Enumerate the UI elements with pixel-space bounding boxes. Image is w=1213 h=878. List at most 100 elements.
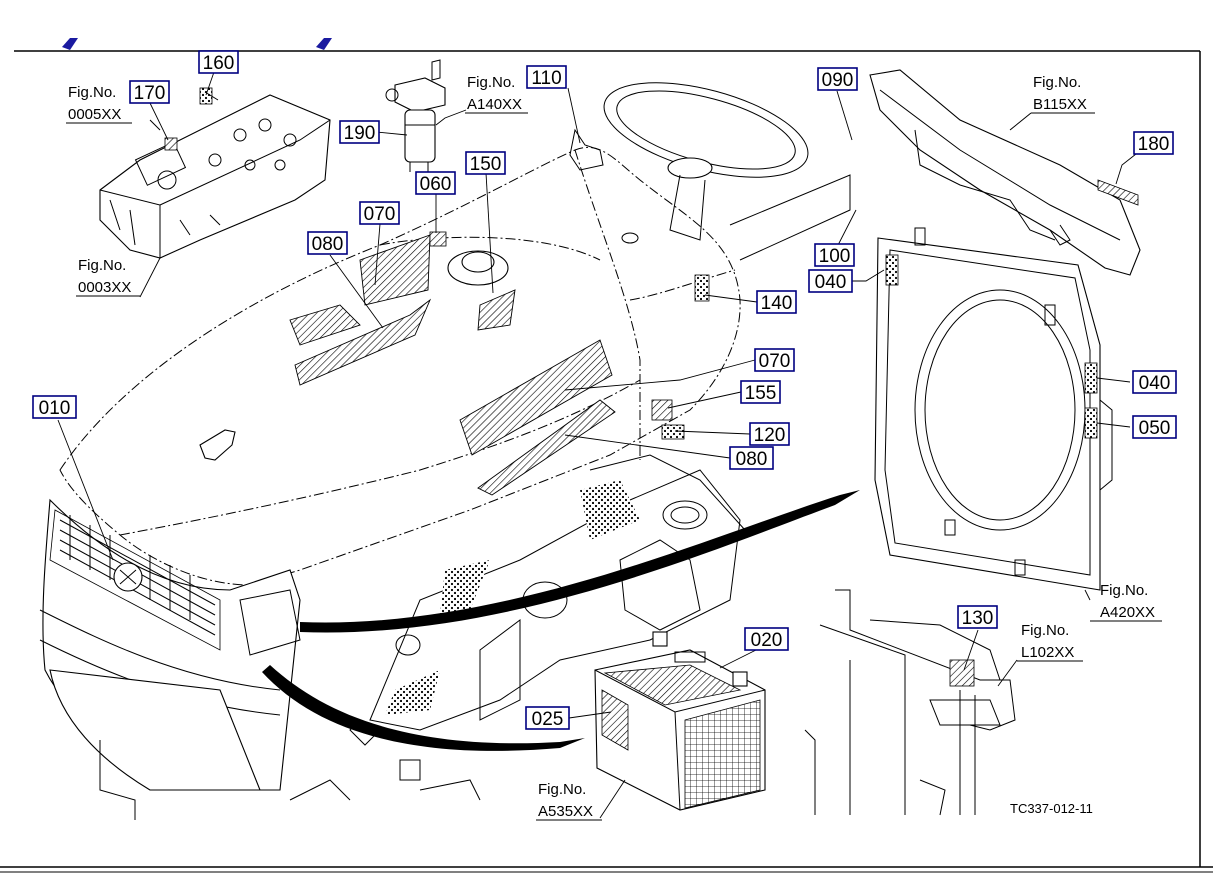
fig-ref-a140xx: Fig.No. A140XX — [465, 74, 528, 114]
battery-illustration — [594, 631, 766, 811]
svg-text:155: 155 — [745, 383, 777, 404]
callout-160: 160 — [198, 50, 239, 74]
svg-text:190: 190 — [344, 123, 376, 144]
svg-text:040: 040 — [815, 272, 847, 293]
svg-text:170: 170 — [134, 83, 166, 104]
callout-070-top: 070 — [359, 201, 400, 225]
svg-text:Fig.No.: Fig.No. — [1100, 582, 1148, 599]
bracket-illustration — [804, 589, 1016, 816]
decal-160 — [199, 87, 213, 105]
cylinder-head-illustration — [99, 87, 331, 259]
figure-code: TC337-012-11 — [1010, 801, 1093, 816]
decal-040-left — [885, 254, 899, 286]
svg-text:180: 180 — [1138, 134, 1170, 155]
svg-text:A420XX: A420XX — [1100, 604, 1155, 621]
decal-060 — [429, 231, 447, 247]
decal-050 — [1084, 407, 1098, 439]
callout-080-side: 080 — [729, 446, 774, 470]
engine-illustration — [289, 454, 746, 801]
callouts: 160 170 190 110 090 180 060 150 070 080 … — [32, 50, 1177, 730]
svg-text:A535XX: A535XX — [538, 803, 593, 820]
fig-ref-a535xx: Fig.No. A535XX — [536, 781, 602, 821]
svg-text:Fig.No.: Fig.No. — [68, 84, 116, 101]
decal-070-side — [459, 339, 613, 456]
decal-025 — [601, 689, 629, 751]
svg-text:080: 080 — [736, 449, 768, 470]
callout-130: 130 — [957, 605, 998, 629]
callout-150: 150 — [465, 151, 506, 175]
svg-text:090: 090 — [822, 70, 854, 91]
svg-text:040: 040 — [1139, 373, 1171, 394]
svg-text:140: 140 — [761, 293, 793, 314]
svg-text:0005XX: 0005XX — [68, 106, 121, 123]
decal-150 — [477, 289, 516, 331]
svg-text:110: 110 — [531, 68, 561, 89]
svg-text:130: 130 — [962, 608, 994, 629]
front-grille-illustration — [39, 498, 301, 820]
svg-text:Fig.No.: Fig.No. — [1021, 622, 1069, 639]
decal-120 — [661, 424, 685, 440]
svg-text:0003XX: 0003XX — [78, 279, 131, 296]
svg-text:A140XX: A140XX — [467, 96, 522, 113]
svg-text:020: 020 — [751, 630, 783, 651]
callout-080-top: 080 — [307, 231, 348, 255]
callout-050: 050 — [1132, 415, 1177, 439]
svg-text:Fig.No.: Fig.No. — [78, 257, 126, 274]
fig-ref-a420xx: Fig.No. A420XX — [1090, 582, 1162, 622]
decal-070-top — [359, 234, 431, 306]
steering-wheel-illustration — [569, 82, 851, 261]
fig-ref-b115xx: Fig.No. B115XX — [1009, 74, 1095, 131]
decal-080-side — [477, 399, 616, 496]
svg-text:025: 025 — [532, 709, 564, 730]
svg-text:010: 010 — [39, 398, 71, 419]
decal-170 — [164, 137, 178, 151]
svg-text:Fig.No.: Fig.No. — [1033, 74, 1081, 91]
callout-020: 020 — [744, 627, 789, 651]
fig-ref-0003xx: Fig.No. 0003XX — [76, 257, 140, 297]
decal-180 — [1097, 179, 1139, 206]
svg-text:050: 050 — [1139, 418, 1171, 439]
svg-text:070: 070 — [759, 351, 791, 372]
callout-070-side: 070 — [754, 348, 795, 372]
callout-170: 170 — [129, 80, 170, 104]
decal-140 — [694, 274, 710, 302]
svg-text:160: 160 — [203, 53, 235, 74]
callout-100: 100 — [814, 243, 855, 267]
svg-text:080: 080 — [312, 234, 344, 255]
fig-ref-0005xx: Fig.No. 0005XX — [66, 84, 132, 124]
decal-155 — [651, 399, 673, 421]
callout-090: 090 — [817, 67, 858, 91]
direction-arrows — [262, 490, 860, 751]
svg-text:Fig.No.: Fig.No. — [538, 781, 586, 798]
callout-040-left: 040 — [808, 269, 853, 293]
front-cover-illustration — [869, 69, 1141, 276]
fig-ref-l102xx: Fig.No. L102XX — [1017, 622, 1083, 662]
svg-text:070: 070 — [364, 204, 396, 225]
callout-120: 120 — [749, 422, 790, 446]
callout-110: 110 — [526, 65, 567, 89]
decal-040-right — [1084, 362, 1098, 394]
svg-text:150: 150 — [470, 154, 502, 175]
title-fragment — [62, 38, 332, 50]
callout-155: 155 — [740, 380, 781, 404]
svg-text:Fig.No.: Fig.No. — [467, 74, 515, 91]
decal-080-top — [289, 304, 361, 346]
radiator-shroud-illustration — [874, 227, 1113, 591]
callout-025: 025 — [525, 706, 570, 730]
hood-illustration — [59, 146, 741, 586]
leader-lines — [57, 71, 1137, 819]
decal-130 — [949, 659, 975, 687]
callout-190: 190 — [339, 120, 380, 144]
svg-text:L102XX: L102XX — [1021, 644, 1074, 661]
callout-010: 010 — [32, 395, 77, 419]
svg-text:B115XX: B115XX — [1033, 96, 1087, 113]
callout-060: 060 — [415, 171, 456, 195]
svg-text:100: 100 — [819, 246, 851, 267]
callout-140: 140 — [756, 290, 797, 314]
svg-text:120: 120 — [754, 425, 786, 446]
fuel-filter-illustration — [385, 59, 446, 172]
callout-040-right: 040 — [1132, 370, 1177, 394]
callout-180: 180 — [1133, 131, 1174, 155]
figure-references: Fig.No. 0005XX Fig.No. 0003XX Fig.No. A1… — [66, 74, 1162, 821]
